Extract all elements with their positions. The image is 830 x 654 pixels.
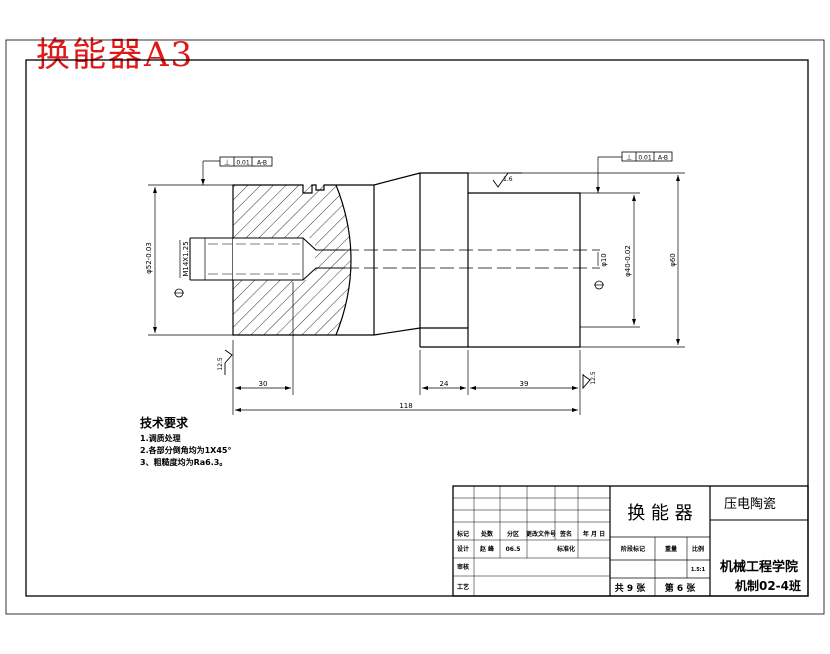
- dim-hole: φ10: [600, 253, 608, 267]
- tb-header-date: 年 月 日: [583, 530, 605, 538]
- roughness-symbol-right: [582, 374, 591, 390]
- tb-weight-label: 重量: [665, 545, 677, 553]
- tolerance-frame-left: [219, 156, 273, 167]
- center-lines: [345, 249, 600, 269]
- roughness-symbol-top: [492, 172, 522, 188]
- roughness-symbol-left: [224, 349, 233, 375]
- technical-requirements: 技术要求 1.调质处理 2.各部分倒角均为1X45° 3、粗糙度均为Ra6.3。: [140, 414, 231, 469]
- dim-30: 30: [259, 380, 268, 388]
- tb-sheet-number: 第 6 张: [665, 582, 697, 594]
- tb-review-label: 审核: [457, 563, 469, 571]
- tb-scale-label: 比例: [692, 545, 704, 553]
- tolerance-symbol: ⊥: [626, 154, 632, 162]
- tb-school: 机械工程学院: [720, 559, 798, 575]
- tb-design-date: 06.5: [506, 546, 521, 553]
- tb-design-label: 设计: [457, 545, 469, 553]
- tech-notes-title: 技术要求: [140, 416, 189, 430]
- tb-standard-label: 标准化: [556, 545, 575, 553]
- tb-designer: 赵 峰: [479, 545, 495, 553]
- title-block: [452, 485, 809, 597]
- tb-total-sheets: 共 9 张: [615, 582, 647, 594]
- dim-39: 39: [520, 380, 529, 388]
- roughness-right-value: 12.5: [590, 371, 597, 385]
- dim-outer-diameter: φ60: [669, 253, 677, 267]
- tb-part-name: 换 能 器: [627, 503, 692, 524]
- tb-header-zone: 分区: [507, 530, 519, 538]
- tolerance-value: 0.01: [236, 160, 250, 167]
- dim-left-diameter: φ52-0.03: [145, 242, 153, 274]
- tech-note-item: 2.各部分倒角均为1X45°: [140, 446, 232, 455]
- tb-header-count: 处数: [480, 530, 494, 538]
- dim-118: 118: [399, 402, 412, 410]
- tb-scale-value: 1.5:1: [691, 567, 706, 573]
- section-hatch: [233, 184, 352, 336]
- drawing-title: 换能器A3: [36, 35, 195, 75]
- tb-class: 机制02-4班: [735, 578, 801, 593]
- tech-note-item: 3、粗糙度均为Ra6.3。: [140, 458, 228, 467]
- dim-thread: M14X1.25: [182, 241, 190, 276]
- tolerance-value: 0.01: [638, 155, 652, 162]
- roughness-top-value: 1.6: [503, 176, 513, 183]
- tb-header-change-doc: 更改文件号: [526, 530, 556, 538]
- dim-right-diameter: φ40-0.02: [624, 245, 632, 277]
- dimension-lines: [148, 156, 685, 415]
- arrowheads: [153, 175, 680, 412]
- tb-material: 压电陶瓷: [724, 496, 776, 512]
- datum-b-icon: [594, 280, 604, 290]
- dim-24: 24: [440, 380, 449, 388]
- tolerance-datum: A-B: [658, 155, 668, 162]
- tech-note-item: 1.调质处理: [140, 434, 181, 443]
- roughness-left-value: 12.5: [217, 357, 224, 371]
- tolerance-datum: A-B: [257, 160, 267, 167]
- inner-frame: [25, 59, 809, 597]
- outer-frame: [5, 39, 825, 615]
- tb-stage-label: 阶段标记: [621, 545, 645, 553]
- datum-a-icon: [174, 288, 184, 298]
- tolerance-frame-right: [621, 151, 673, 162]
- tb-header-mark: 标记: [456, 530, 469, 538]
- tb-header-sign: 签名: [559, 530, 572, 538]
- threaded-hole: [189, 237, 345, 281]
- tolerance-symbol: ⊥: [224, 159, 230, 167]
- tb-process-label: 工艺: [457, 583, 469, 591]
